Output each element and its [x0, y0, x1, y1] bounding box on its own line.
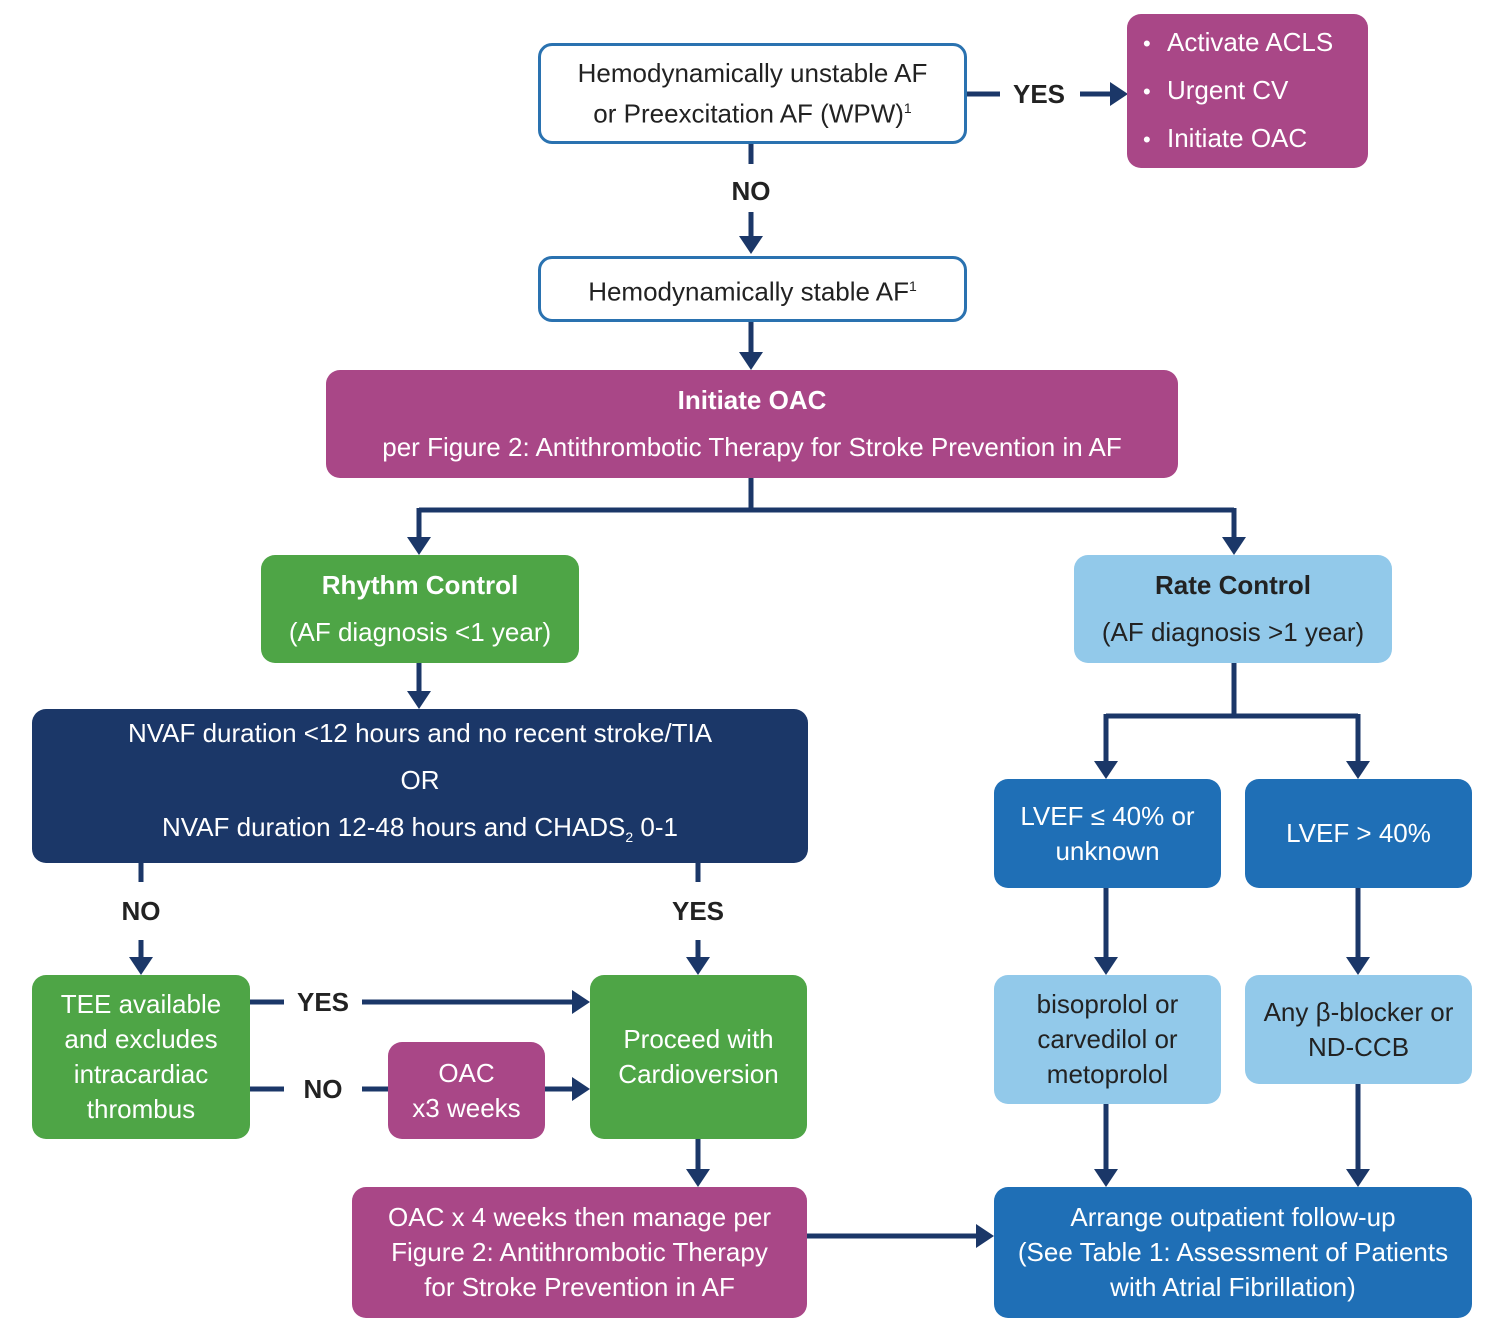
arrowhead-followup-b: [1346, 1169, 1370, 1187]
arrowhead-bblocker: [1346, 957, 1370, 975]
arrowhead-followup-left: [976, 1224, 994, 1248]
rhythm-control-title: Rhythm Control: [321, 570, 519, 600]
bisoprolol-node: bisoprolol or carvedilol or metoprolol: [994, 975, 1221, 1104]
acls-list: •Activate ACLS •Urgent CV •Initiate OAC: [1143, 19, 1333, 163]
bisoprolol-line: carvedilol or: [1037, 1024, 1178, 1054]
unstable-af-line1: Hemodynamically unstable AF: [577, 57, 928, 88]
oac3-line: x3 weeks: [412, 1092, 521, 1123]
cardioversion-node: Proceed with Cardioversion: [590, 975, 807, 1139]
bblocker-node: Any β-blocker or ND-CCB: [1245, 975, 1472, 1084]
arrowhead-tee: [129, 957, 153, 975]
nvaf-line1: NVAF duration <12 hours and no recent st…: [127, 718, 713, 749]
rate-control-subtitle: (AF diagnosis >1 year): [1101, 617, 1365, 647]
arrowhead-rhythm: [407, 537, 431, 555]
oac3-line: OAC: [438, 1057, 495, 1088]
arrowhead-cardioversion: [686, 957, 710, 975]
lvef-high-node: LVEF > 40%: [1245, 779, 1472, 888]
rhythm-control-subtitle: (AF diagnosis <1 year): [288, 617, 552, 647]
lvef-low-node: LVEF ≤ 40% or unknown: [994, 779, 1221, 888]
followup-line: with Atrial Fibrillation): [1110, 1272, 1356, 1302]
oac-4-weeks-node: OAC x 4 weeks then manage per Figure 2: …: [352, 1187, 807, 1318]
arrowhead-followup-a: [1094, 1169, 1118, 1187]
stable-af-text: Hemodynamically stable AF1: [588, 276, 917, 307]
initiate-oac-subtitle: per Figure 2: Antithrombotic Therapy for…: [382, 432, 1122, 462]
acls-item: •Activate ACLS: [1143, 27, 1334, 57]
tee-line: thrombus: [86, 1094, 196, 1124]
acls-item: •Initiate OAC: [1143, 123, 1308, 153]
label-no-tee: NO: [303, 1074, 343, 1104]
lvef-high-text: LVEF > 40%: [1286, 818, 1431, 848]
arrowhead-bisoprolol: [1094, 957, 1118, 975]
followup-line: Arrange outpatient follow-up: [1070, 1202, 1396, 1232]
label-no-left: NO: [121, 896, 161, 926]
nvaf-line3: NVAF duration 12-48 hours and CHADS2 0-1: [161, 812, 679, 846]
stable-af-node: Hemodynamically stable AF1: [538, 256, 967, 322]
nvaf-criteria-node: NVAF duration <12 hours and no recent st…: [32, 709, 808, 863]
arrowhead-tee-yes: [572, 990, 590, 1014]
unstable-af-line2: or Preexcitation AF (WPW)1: [593, 98, 912, 129]
tee-line: and excludes: [64, 1024, 218, 1054]
tee-line: TEE available: [60, 989, 222, 1019]
arrowhead-lvef-high: [1346, 761, 1370, 779]
arrowhead-nvaf: [407, 691, 431, 709]
bblocker-line: ND-CCB: [1307, 1031, 1410, 1062]
lvef-low-line1: LVEF ≤ 40% or: [1020, 800, 1195, 831]
rhythm-control-node: Rhythm Control (AF diagnosis <1 year): [261, 555, 579, 663]
arrowhead-oac4: [686, 1169, 710, 1187]
arrowhead-oac3: [572, 1077, 590, 1101]
acls-item: •Urgent CV: [1143, 75, 1289, 105]
cardioversion-line: Proceed with: [623, 1024, 774, 1054]
followup-line: (See Table 1: Assessment of Patients: [1017, 1237, 1449, 1267]
tee-line: intracardiac: [73, 1059, 209, 1089]
tee-node: TEE available and excludes intracardiac …: [32, 975, 250, 1139]
arrowhead-rate: [1222, 537, 1246, 555]
acls-node: •Activate ACLS •Urgent CV •Initiate OAC: [1127, 14, 1368, 168]
label-yes-right: YES: [671, 896, 725, 926]
cardioversion-line: Cardioversion: [618, 1059, 779, 1089]
initiate-oac-title: Initiate OAC: [677, 385, 827, 415]
oac4-line: Figure 2: Antithrombotic Therapy: [391, 1237, 768, 1267]
oac4-line: OAC x 4 weeks then manage per: [388, 1202, 771, 1232]
bisoprolol-line: bisoprolol or: [1036, 989, 1179, 1019]
arrowhead-lvef-low: [1094, 761, 1118, 779]
arrowhead-initiate-oac: [739, 352, 763, 370]
label-yes-top: YES: [1012, 79, 1066, 109]
arrowhead-acls: [1110, 82, 1128, 106]
initiate-oac-node: Initiate OAC per Figure 2: Antithromboti…: [326, 370, 1178, 478]
label-no-top: NO: [731, 176, 771, 206]
followup-node: Arrange outpatient follow-up (See Table …: [994, 1187, 1472, 1318]
oac-3-weeks-node: OAC x3 weeks: [388, 1042, 545, 1139]
rate-control-title: Rate Control: [1155, 570, 1311, 600]
bisoprolol-line: metoprolol: [1046, 1059, 1169, 1089]
label-yes-tee: YES: [296, 987, 350, 1017]
unstable-af-node: Hemodynamically unstable AF or Preexcita…: [538, 43, 967, 144]
rate-control-node: Rate Control (AF diagnosis >1 year): [1074, 555, 1392, 663]
oac4-line: for Stroke Prevention in AF: [424, 1272, 735, 1302]
arrowhead-stable: [739, 236, 763, 254]
nvaf-line2: OR: [400, 765, 440, 796]
bblocker-line: Any β-blocker or: [1263, 996, 1454, 1027]
lvef-low-line2: unknown: [1055, 835, 1160, 866]
